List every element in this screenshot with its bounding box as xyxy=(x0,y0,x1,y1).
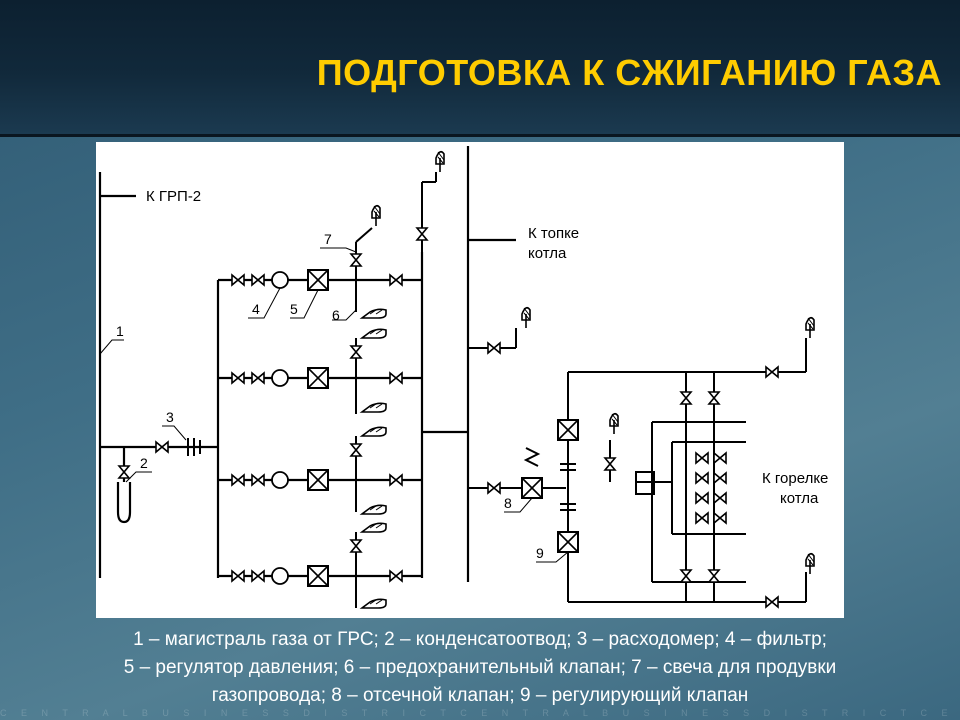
control-valve-icon xyxy=(557,531,579,553)
callout-3: 3 xyxy=(166,409,174,425)
legend-line-3: газопровода; 8 – отсечной клапан; 9 – ре… xyxy=(211,685,749,706)
gas-scheme-diagram: К ГРП-2 К топке котла К горелке котла 1 … xyxy=(96,142,844,618)
burner-vent-valve-icon xyxy=(765,366,779,378)
burner-flanges xyxy=(523,447,576,511)
callout-2: 2 xyxy=(140,455,148,471)
main-trunk xyxy=(98,172,218,578)
furnace-label-line1: К топке xyxy=(528,225,579,242)
callout-6: 6 xyxy=(332,307,340,323)
vent-icon xyxy=(805,316,815,339)
burner-unit xyxy=(567,338,807,603)
regulator-line-3 xyxy=(231,426,403,515)
legend-line-1: 1 – магистраль газа от ГРС; 2 – конденса… xyxy=(133,629,827,650)
flow-meter-icon xyxy=(187,438,201,456)
header-divider xyxy=(0,134,960,137)
burner-label-line1: К горелке xyxy=(762,470,828,487)
footer-watermark: C E N T R A L B U S I N E S S D I S T R … xyxy=(0,708,960,718)
main-valve-icon xyxy=(155,441,169,453)
burner-vent-valve-icon xyxy=(604,457,616,471)
vent-icon xyxy=(805,552,815,575)
callout-5: 5 xyxy=(290,301,298,317)
grp-label: К ГРП-2 xyxy=(146,188,201,205)
callout-8: 8 xyxy=(504,495,512,511)
callout-1: 1 xyxy=(116,323,124,339)
burner-valve-icon xyxy=(680,569,692,583)
vent-icon xyxy=(521,306,531,329)
shutoff-feed-valve-icon xyxy=(487,482,501,494)
callout-leaders xyxy=(99,247,569,563)
slide-title: ПОДГОТОВКА К СЖИГАНИЮ ГАЗА xyxy=(316,52,942,93)
burner-valve-icon xyxy=(680,391,692,405)
cutoff-valve-icon xyxy=(521,477,543,499)
burner-valve-icon xyxy=(708,569,720,583)
collector-vent-valve-icon xyxy=(416,227,428,241)
regulator-line-1 xyxy=(231,204,403,319)
shutoff-valve-icon xyxy=(557,419,579,441)
furnace-label-line2: котла xyxy=(528,245,567,262)
legend-line-2: 5 – регулятор давления; 6 – предохраните… xyxy=(123,657,837,678)
regulator-line-4 xyxy=(231,522,403,609)
gas-scheme-svg: К ГРП-2 К топке котла К горелке котла 1 … xyxy=(98,146,828,609)
header-band xyxy=(0,0,960,134)
callout-7: 7 xyxy=(324,231,332,247)
burner-valve-bank xyxy=(695,452,727,524)
drain-valve-icon xyxy=(118,465,130,479)
furnace-vent-valve-icon xyxy=(487,342,501,354)
legend-caption: 1 – магистраль газа от ГРС; 2 – конденса… xyxy=(0,626,960,710)
burner-vent-valve-icon xyxy=(765,596,779,608)
burner-label-line2: котла xyxy=(780,490,819,507)
burner-valve-icon xyxy=(708,391,720,405)
vent-icon xyxy=(435,150,445,173)
collector-vents xyxy=(421,172,566,489)
callout-9: 9 xyxy=(536,545,544,561)
distribution-collector xyxy=(216,146,516,582)
regulator-line-2 xyxy=(231,328,403,414)
callout-4: 4 xyxy=(252,301,260,317)
vent-icon xyxy=(609,412,619,435)
